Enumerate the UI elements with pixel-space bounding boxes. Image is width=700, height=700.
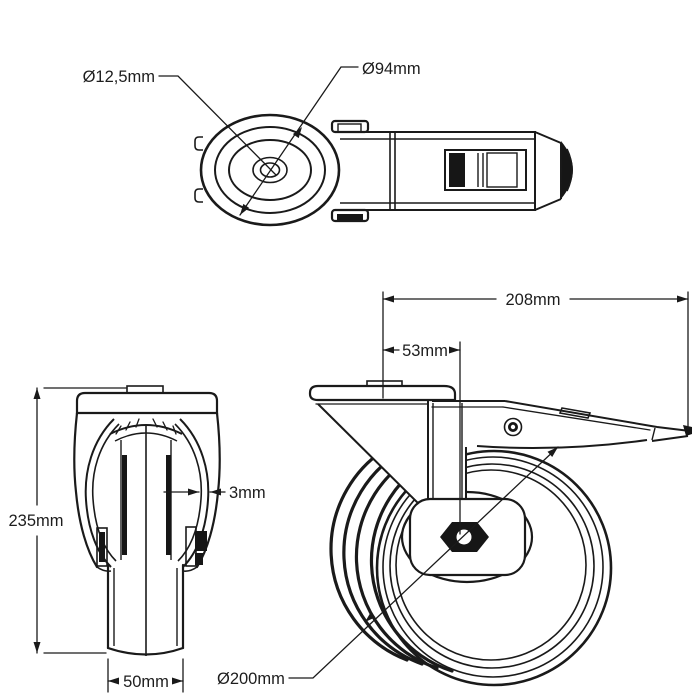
dim-wheel-width: 50mm xyxy=(107,658,184,693)
dim-overall-height: 235mm xyxy=(8,387,127,654)
dim-plate-diameter: Ø94mm xyxy=(239,60,421,216)
arrowhead xyxy=(677,295,688,303)
brake-pedal-tip xyxy=(683,425,692,436)
tread-arc xyxy=(329,441,409,662)
dim-label-wheel-diameter: Ø200mm xyxy=(217,670,285,688)
dim-label-offset: 53mm xyxy=(402,342,448,360)
housing-side-left xyxy=(73,411,99,569)
dim-overall-length: 208mm xyxy=(382,291,689,430)
arrowhead xyxy=(449,346,460,354)
arrowhead xyxy=(292,127,302,139)
top-view: Ø12,5mm Ø94mm xyxy=(83,60,573,227)
brake-arm-body xyxy=(432,397,692,450)
side-lug-upper xyxy=(194,136,203,151)
leader-line xyxy=(239,66,359,216)
dim-label-width: 50mm xyxy=(123,673,169,691)
arrowhead xyxy=(240,203,250,215)
brake-arm-tab xyxy=(558,407,592,419)
tire-outline xyxy=(375,449,613,687)
housing-taper xyxy=(534,131,562,211)
axle-hole xyxy=(456,529,472,545)
wheel-outline-top xyxy=(199,113,341,227)
dim-label-plate-diameter: Ø94mm xyxy=(362,60,421,78)
arrowhead xyxy=(383,295,394,303)
front-body xyxy=(73,385,221,656)
arrowhead xyxy=(172,677,183,685)
dim-wheel-diameter: Ø200mm xyxy=(217,446,559,688)
side-view: 208mm 53mm Ø200mm xyxy=(217,291,692,688)
dim-label-length: 208mm xyxy=(505,291,560,309)
brake-tip-front xyxy=(195,531,207,551)
arrowhead xyxy=(383,346,394,354)
center-bolt-hole xyxy=(259,162,281,178)
dim-fork-thickness: 3mm xyxy=(163,484,266,502)
brake-pedal-side-bottom xyxy=(651,435,689,442)
tread-arc xyxy=(342,444,424,666)
top-plate-front xyxy=(75,391,219,415)
arrowhead xyxy=(33,642,41,653)
dim-bolt-hole: Ø12,5mm xyxy=(83,68,277,176)
leader-line xyxy=(158,75,277,176)
dim-label-bolt-hole: Ø12,5mm xyxy=(83,68,155,86)
swivel-plate-circles xyxy=(194,113,341,227)
arrowhead xyxy=(210,488,221,496)
dim-swivel-offset: 53mm xyxy=(382,341,461,535)
fork-leg-right-outer xyxy=(179,418,210,568)
brake-arm-bottom xyxy=(476,439,648,449)
brake-pedal-top xyxy=(444,149,527,191)
front-view: 235mm 3mm 50mm xyxy=(8,385,266,693)
fork-leg-left-inner xyxy=(91,423,120,562)
fork-leg-right-inner xyxy=(174,423,203,562)
brake-arm-top xyxy=(504,400,658,428)
rivet-outer xyxy=(503,417,523,437)
arrowhead xyxy=(108,677,119,685)
housing-body xyxy=(335,131,536,211)
brake-arm-side xyxy=(431,397,692,450)
dim-label-height: 235mm xyxy=(8,512,63,530)
fork-gusset-edge xyxy=(317,403,429,514)
tread-hatching xyxy=(115,418,177,435)
axle-boss-left xyxy=(96,527,108,567)
plate-ring xyxy=(214,126,326,214)
arrowhead xyxy=(188,488,199,496)
tire-bottom xyxy=(106,646,185,656)
rivet-center xyxy=(510,424,516,430)
arrowhead xyxy=(547,447,558,457)
leader-line xyxy=(288,446,559,679)
arrowhead xyxy=(365,612,376,622)
caster-housing-top xyxy=(330,119,573,223)
side-lug-lower xyxy=(194,188,203,203)
dim-label-thickness: 3mm xyxy=(229,484,266,502)
arrowhead xyxy=(33,388,41,399)
